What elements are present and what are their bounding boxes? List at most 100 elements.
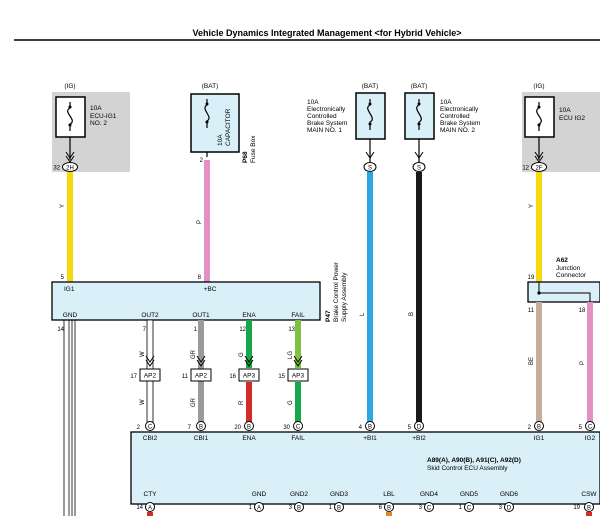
svg-text:L: L: [360, 312, 366, 316]
svg-text:16: 16: [229, 374, 236, 380]
svg-text:Brake System: Brake System: [440, 120, 480, 127]
svg-text:11: 11: [528, 308, 535, 314]
svg-text:(BAT): (BAT): [202, 83, 219, 90]
svg-text:Electronically: Electronically: [440, 106, 479, 113]
svg-text:ECU-IG1: ECU-IG1: [90, 113, 117, 120]
svg-text:S: S: [368, 166, 372, 172]
svg-text:Brake System: Brake System: [307, 120, 347, 127]
svg-text:OUT2: OUT2: [141, 312, 159, 319]
svg-text:GND4: GND4: [420, 491, 438, 498]
wire-y-ig2-upper: [536, 172, 542, 282]
svg-text:Brake Control Power: Brake Control Power: [333, 261, 340, 322]
wire-p-ig2: [587, 302, 593, 422]
svg-text:B: B: [199, 425, 203, 431]
svg-text:17: 17: [130, 374, 137, 380]
svg-text:FAIL: FAIL: [291, 312, 305, 319]
svg-text:AP3: AP3: [292, 373, 305, 380]
svg-text:(IG): (IG): [64, 83, 75, 90]
svg-text:(IG): (IG): [533, 83, 544, 90]
svg-text:B: B: [409, 312, 415, 316]
svg-text:B: B: [297, 506, 301, 512]
svg-text:C: C: [427, 506, 432, 512]
svg-text:19: 19: [573, 505, 580, 511]
svg-text:B: B: [337, 506, 341, 512]
svg-text:P47: P47: [325, 310, 332, 322]
svg-text:B: B: [587, 506, 591, 512]
wire-r-ena: [246, 382, 252, 422]
svg-text:10A: 10A: [217, 134, 224, 146]
svg-text:+BC: +BC: [204, 286, 217, 293]
supply-assembly-body: [51, 281, 321, 321]
svg-text:3: 3: [289, 505, 293, 511]
ecu-body: [130, 431, 600, 505]
svg-text:P: P: [580, 361, 586, 365]
svg-text:11: 11: [182, 374, 189, 380]
fuse-box-p68: [190, 93, 240, 153]
svg-text:BE: BE: [529, 357, 535, 365]
svg-text:CBI2: CBI2: [143, 435, 158, 442]
svg-text:B: B: [387, 506, 391, 512]
svg-text:3: 3: [419, 505, 423, 511]
svg-text:ECU IG2: ECU IG2: [559, 115, 585, 122]
svg-text:2H: 2H: [66, 166, 74, 172]
svg-text:5: 5: [61, 275, 65, 281]
svg-text:Connector: Connector: [556, 272, 587, 279]
fuse-brake-main-no1: (BAT) 10A Electronically Controlled Brak…: [307, 83, 386, 172]
splice-ap2-out1: [190, 368, 212, 382]
svg-text:G: G: [288, 400, 294, 405]
svg-text:MAIN NO. 2: MAIN NO. 2: [440, 127, 475, 134]
wire-p-bc: [204, 160, 210, 282]
svg-text:10A: 10A: [90, 105, 102, 112]
svg-text:GR: GR: [191, 349, 197, 359]
diagram-title: Vehicle Dynamics Integrated Management <…: [192, 28, 461, 38]
svg-text:Electronically: Electronically: [307, 106, 346, 113]
svg-text:GND: GND: [252, 491, 267, 498]
svg-text:B: B: [368, 425, 372, 431]
svg-text:4: 4: [359, 425, 363, 431]
svg-text:R: R: [239, 400, 245, 405]
svg-text:Fuse Box: Fuse Box: [250, 135, 257, 163]
skid-control-ecu-assembly: 2 C 7 B 20 B 30 C 4 B 5 D 2 B 5 C CBI2 C…: [130, 421, 600, 505]
svg-text:8: 8: [198, 275, 202, 281]
svg-text:IG1: IG1: [64, 286, 75, 293]
svg-text:32: 32: [53, 166, 60, 172]
svg-text:1: 1: [249, 505, 253, 511]
brake-control-power-supply-assembly: 5 8 IG1 +BC GND OUT2 OUT1 ENA FAIL P47 B…: [51, 261, 348, 333]
svg-text:GND2: GND2: [290, 491, 308, 498]
fuse-capacitor: (BAT) 10A CAPACITOR P68 Fuse Box 2: [190, 83, 257, 164]
svg-text:GR: GR: [191, 397, 197, 407]
svg-text:Skid Control ECU Assembly: Skid Control ECU Assembly: [427, 465, 508, 472]
svg-text:19: 19: [528, 275, 535, 281]
svg-text:MAIN NO. 1: MAIN NO. 1: [307, 127, 342, 134]
svg-text:14: 14: [136, 505, 143, 511]
wire-lg-fail: [295, 320, 301, 368]
svg-text:S: S: [417, 166, 421, 172]
svg-text:20: 20: [234, 425, 241, 431]
svg-text:+BI2: +BI2: [412, 435, 426, 442]
connector-arrow-icon: [145, 355, 155, 367]
svg-text:15: 15: [278, 374, 285, 380]
svg-text:2: 2: [137, 425, 141, 431]
middle-wires: W W GR GR G R LG G: [140, 319, 301, 423]
splice-connectors: AP2 17 AP2 11 AP3 16 AP3 15: [130, 355, 309, 382]
svg-text:Supply Assembly: Supply Assembly: [341, 272, 348, 322]
fuse-ecu-ig2: (IG) 10A ECU IG2 2F 12: [522, 83, 600, 172]
svg-text:A: A: [257, 506, 261, 512]
upper-wires: Y P L B Y: [60, 160, 542, 422]
svg-text:LG: LG: [288, 351, 294, 359]
svg-text:OUT1: OUT1: [192, 312, 210, 319]
svg-text:AP2: AP2: [195, 373, 208, 380]
connector-arrow-icon: [293, 355, 303, 367]
svg-text:W: W: [140, 351, 146, 357]
svg-text:D: D: [417, 425, 422, 431]
svg-text:6: 6: [379, 505, 383, 511]
svg-text:Controlled: Controlled: [440, 113, 470, 120]
svg-text:GND6: GND6: [500, 491, 518, 498]
svg-text:B: B: [247, 425, 251, 431]
svg-text:13: 13: [288, 327, 295, 333]
svg-text:C: C: [296, 425, 301, 431]
svg-text:Junction: Junction: [556, 265, 581, 272]
svg-text:Y: Y: [60, 204, 66, 208]
svg-text:A: A: [148, 506, 152, 512]
